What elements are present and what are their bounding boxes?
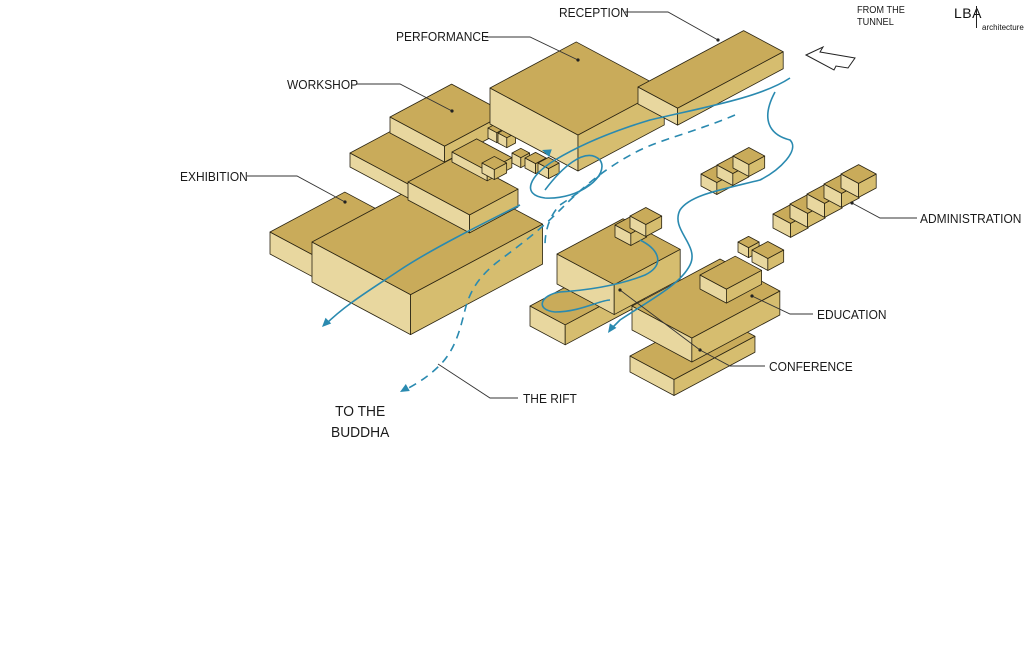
leader-conference-2-dot [618, 288, 622, 292]
leader-performance-dot [576, 58, 580, 62]
building-blocks [269, 30, 877, 396]
leader-conference-2 [619, 289, 701, 351]
label-education: EDUCATION [817, 307, 887, 322]
leader-education-dot [750, 294, 754, 298]
main-arrowhead [542, 149, 552, 157]
leader-exhibition [247, 175, 346, 203]
block-admin-5-top-face [840, 164, 877, 184]
label-reception: RECEPTION [559, 5, 629, 20]
leader-administration-dot [850, 201, 854, 205]
leader-performance [485, 36, 579, 61]
leader-reception-dot [716, 38, 720, 42]
arrowheads [322, 149, 617, 392]
block-reception-top-face [637, 30, 784, 109]
label-the-rift: THE RIFT [523, 391, 577, 406]
label-performance: PERFORMANCE [396, 29, 490, 44]
leader-conference [699, 349, 765, 367]
label-exhibition: EXHIBITION [180, 169, 248, 184]
block-mid-5 [751, 241, 785, 271]
leader-education [751, 295, 813, 315]
block-mid-3-top-face [732, 147, 766, 165]
loop-arrowhead [608, 323, 617, 333]
rift-dashed-line-2 [544, 174, 601, 246]
leader-the-rift [437, 363, 518, 399]
block-cube-4-top-face [511, 147, 530, 159]
leader-reception [625, 11, 719, 41]
block-workshop-front-top-face [407, 155, 519, 216]
block-central-top-face [556, 218, 681, 285]
leader-workshop [357, 83, 453, 112]
block-reception [637, 30, 784, 126]
label-workshop: WORKSHOP [287, 77, 359, 92]
left-loop-line [541, 239, 659, 313]
block-cube-1 [481, 156, 508, 180]
exhibition-exit-arrowhead [322, 317, 332, 327]
block-mid-4-top-face [737, 235, 760, 249]
block-central-cubes-2-top-face [629, 207, 663, 225]
block-cube-5-top-face [524, 151, 547, 165]
label-to-the-buddha: TO THE BUDDHA [331, 403, 390, 441]
label-from-the-tunnel: FROM THE TUNNEL [857, 5, 905, 28]
main-circulation-line [529, 77, 791, 199]
logo-divider [976, 6, 977, 28]
block-mid-4 [737, 235, 760, 259]
loop-circulation-line [609, 91, 794, 331]
label-conference: CONFERENCE [769, 359, 853, 374]
logo-subtitle: architecture [982, 23, 1024, 32]
block-edu-small-top-face [699, 255, 762, 290]
circulation-paths [324, 77, 794, 391]
tunnel-arrow-icon [804, 45, 856, 71]
leader-exhibition-dot [343, 200, 347, 204]
block-cube-1-top-face [481, 156, 508, 170]
block-cube-4 [511, 147, 530, 169]
leader-administration [851, 202, 917, 219]
exhibition-exit-line [324, 204, 521, 326]
rift-dashed-line [404, 114, 736, 391]
block-central-cubes-2 [629, 207, 663, 237]
leader-lines [247, 11, 917, 399]
leader-workshop-dot [450, 109, 454, 113]
block-mid-3 [732, 147, 766, 177]
block-mid-5-top-face [751, 241, 785, 259]
rift-arrowhead [400, 384, 410, 392]
block-edu-small [699, 255, 762, 304]
block-workshop-front [407, 155, 519, 234]
label-administration: ADMINISTRATION [920, 211, 1022, 226]
block-admin-5 [840, 164, 877, 198]
logo-mark: LBA [954, 5, 982, 21]
